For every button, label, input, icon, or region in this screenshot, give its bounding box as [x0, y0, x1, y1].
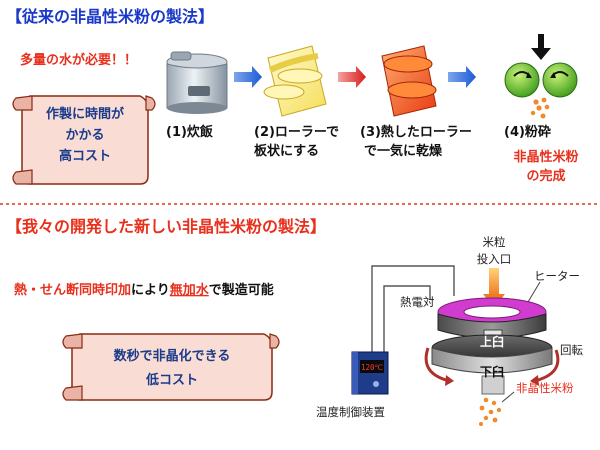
- flow-arrow-2: [338, 66, 366, 88]
- upper-mill-label: 上臼: [480, 334, 504, 349]
- top-title: 【従来の非晶性米粉の製法】: [6, 7, 214, 26]
- top-scroll-line-2: かかる: [65, 128, 104, 143]
- water-note: 多量の水が必要！！: [20, 52, 137, 68]
- inlet-label-line-1: 米粒: [483, 235, 506, 249]
- temperature-controller: 120℃: [351, 351, 389, 395]
- thermocouple-label: 熱電対: [400, 295, 435, 309]
- step-4-label: (4)粉砕: [504, 124, 551, 140]
- roller-sheet-icon: [263, 45, 327, 117]
- bottom-scroll-line-1: 数秒で非晶化できる: [114, 348, 231, 364]
- desc-text-2: で製造可能: [209, 282, 274, 298]
- rotation-label: 回転: [560, 343, 583, 357]
- desc-highlight-1: 熱・せん断同時印加: [14, 282, 131, 298]
- desc-highlight-2: 無加水: [170, 282, 210, 298]
- result-line-1: 非晶性米粉: [513, 149, 578, 165]
- flow-arrow-3: [448, 66, 476, 88]
- heated-roller-icon: [381, 45, 437, 117]
- step-1-label: (1)炊飯: [166, 124, 213, 140]
- top-scroll: 作製に時間が かかる 高コスト: [12, 95, 156, 185]
- heater-label: ヒーター: [534, 269, 580, 283]
- top-scroll-line-1: 作製に時間が: [46, 106, 124, 122]
- controller-display: 120℃: [361, 363, 384, 372]
- desc-text-1: により: [131, 283, 170, 298]
- step-3-label-line-2: で一気に乾燥: [364, 143, 443, 159]
- disk-mill: [431, 297, 553, 395]
- flow-arrow-1: [234, 66, 262, 88]
- crusher-icon: [504, 34, 578, 119]
- bottom-scroll: 数秒で非晶化できる 低コスト: [62, 333, 280, 401]
- heater-leader: [527, 281, 541, 303]
- control-wiring: [371, 265, 455, 352]
- bottom-scroll-line-2: 低コスト: [145, 372, 198, 388]
- top-scroll-line-3: 高コスト: [59, 148, 111, 164]
- output-leader: [501, 391, 515, 403]
- step-2-label-line-1: (2)ローラーで: [254, 125, 339, 140]
- controller-label: 温度制御装置: [316, 405, 385, 419]
- rotation-arrow-icon: [424, 347, 560, 386]
- rice-cooker-icon: [166, 51, 228, 114]
- step-2-label-line-2: 板状にする: [254, 143, 319, 159]
- bottom-title: 【我々の開発した新しい非晶性米粉の製法】: [6, 217, 326, 236]
- output-label: 非晶性米粉: [516, 381, 574, 395]
- powder-output-icon: [479, 397, 502, 426]
- lower-mill-label: 下臼: [480, 364, 504, 379]
- method-description: 熱・せん断同時印加により無加水で製造可能: [14, 282, 274, 298]
- result-line-2: の完成: [526, 168, 565, 184]
- inlet-label-line-2: 投入口: [477, 252, 512, 266]
- step-3-label-line-1: (3)熱したローラー: [360, 124, 472, 140]
